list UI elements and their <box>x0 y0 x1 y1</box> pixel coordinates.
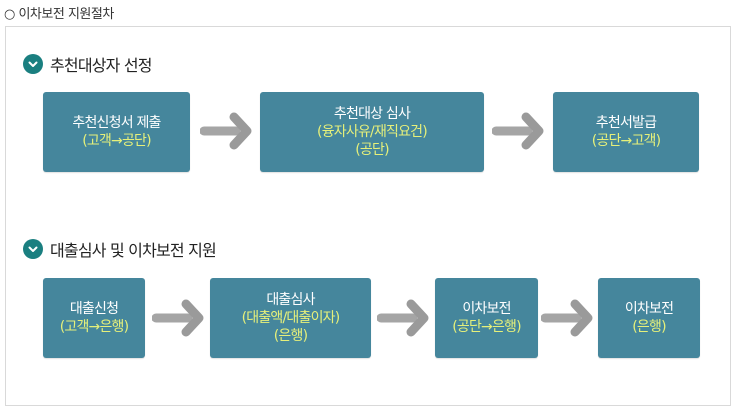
step-detail: (고객→은행) <box>59 319 129 335</box>
step-title: 이차보전 <box>624 301 674 317</box>
step-detail: (융자사유/재직요건) <box>317 124 428 140</box>
step-title: 추천서발급 <box>595 115 657 131</box>
step-detail: (은행) <box>632 319 666 335</box>
arrow-right-icon <box>377 299 429 337</box>
page-title: ○ 이차보전 지원절차 <box>4 7 114 22</box>
arrow-right-icon <box>492 112 544 150</box>
flow-step: 대출심사 (대출액/대출이자) (은행) <box>210 278 371 358</box>
step-detail: (대출액/대출이자) <box>241 310 341 326</box>
step-detail: (공단→은행) <box>452 319 521 335</box>
section-heading-text: 추천대상자 선정 <box>50 56 153 75</box>
step-title: 대출신청 <box>69 301 119 317</box>
step-title: 대출심사 <box>266 292 315 308</box>
flow-step: 추천서발급 (공단→고객) <box>553 92 699 172</box>
chevron-down-icon <box>23 54 43 74</box>
step-detail: (은행) <box>273 328 308 344</box>
flow-step: 추천신청서 제출 (고객→공단) <box>43 92 190 172</box>
step-detail: (고객→공단) <box>82 133 151 149</box>
step-title: 추천대상 심사 <box>333 106 411 122</box>
step-title: 추천신청서 제출 <box>72 115 161 131</box>
section-heading-recommendation: 추천대상자 선정 <box>23 52 153 76</box>
flow-step: 대출신청 (고객→은행) <box>43 278 145 358</box>
arrow-right-icon <box>541 299 593 337</box>
chevron-down-icon <box>23 239 43 259</box>
flow-step: 이차보전 (공단→은행) <box>435 278 538 358</box>
section-heading-loan-support: 대출심사 및 이차보전 지원 <box>23 237 217 261</box>
section-heading-text: 대출심사 및 이차보전 지원 <box>50 241 217 260</box>
arrow-right-icon <box>200 112 252 150</box>
flow-step: 추천대상 심사 (융자사유/재직요건) (공단) <box>260 92 484 172</box>
step-title: 이차보전 <box>462 301 511 317</box>
step-detail: (공단) <box>355 142 389 158</box>
arrow-right-icon <box>152 299 204 337</box>
step-detail: (공단→고객) <box>591 133 661 149</box>
flow-step: 이차보전 (은행) <box>598 278 700 358</box>
